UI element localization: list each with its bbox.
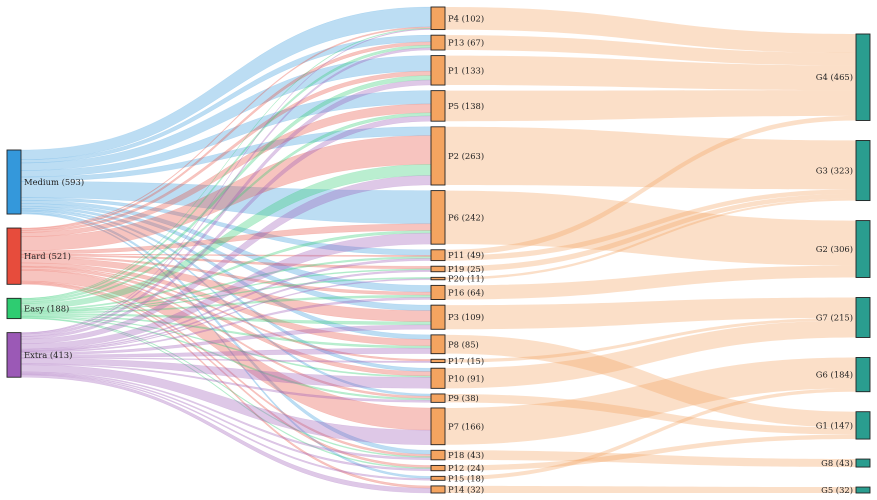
- label-problem-p15: P15 (18): [448, 473, 484, 483]
- node-group-g6: [855, 357, 871, 393]
- node-group-g5: [855, 486, 871, 494]
- link-p3-to-g7: [445, 297, 856, 330]
- link-extra-to-p15: [20, 373, 432, 481]
- node-group-g7: [855, 297, 871, 338]
- label-problem-p7: P7 (166): [448, 421, 484, 431]
- label-problem-p2: P2 (263): [448, 151, 484, 161]
- label-problem-p13: P13 (67): [448, 38, 484, 48]
- label-problem-p4: P4 (102): [448, 13, 484, 23]
- node-problem-p10: [430, 367, 446, 389]
- label-problem-p11: P11 (49): [448, 250, 484, 260]
- label-level-easy: Easy (188): [24, 303, 69, 313]
- label-group-g5: G5 (32): [821, 485, 853, 495]
- node-problem-p20: [430, 276, 446, 281]
- label-group-g3: G3 (323): [816, 166, 853, 176]
- label-group-g2: G2 (306): [816, 244, 853, 254]
- link-p10-to-g7: [445, 320, 856, 389]
- node-problem-p16: [430, 284, 446, 300]
- label-problem-p14: P14 (32): [448, 484, 484, 494]
- node-problem-p8: [430, 334, 446, 355]
- label-problem-p18: P18 (43): [448, 450, 484, 460]
- node-group-g2: [855, 220, 871, 278]
- label-problem-p17: P17 (15): [448, 356, 484, 366]
- node-problem-p3: [430, 304, 446, 330]
- node-labels: Medium (593) Hard (521) Easy (188) Extra (4…: [24, 13, 853, 495]
- node-group-g4: [855, 33, 871, 121]
- link-p4-to-g4: [445, 7, 856, 53]
- link-p15-to-g6: [445, 388, 856, 481]
- label-problem-p12: P12 (24): [448, 463, 484, 473]
- link-p12-to-g1: [445, 434, 856, 471]
- node-group-g1: [855, 411, 871, 440]
- link-p7-to-g6: [445, 357, 856, 445]
- link-p5-to-g4: [445, 90, 856, 122]
- node-level-medium: [6, 149, 22, 215]
- label-level-medium: Medium (593): [24, 177, 84, 187]
- label-group-g1: G1 (147): [816, 420, 853, 430]
- label-problem-p19: P19 (25): [448, 264, 484, 274]
- link-p13-to-g4: [445, 35, 856, 66]
- node-problem-p2: [430, 126, 446, 186]
- label-problem-p8: P8 (85): [448, 339, 479, 349]
- node-problem-p12: [430, 464, 446, 472]
- link-p17-to-g7: [445, 317, 856, 363]
- node-problem-p13: [430, 34, 446, 51]
- links-problem-to-group: [445, 7, 856, 493]
- node-level-hard: [6, 227, 22, 285]
- links-level-to-problem: [20, 6, 432, 494]
- node-problem-p6: [430, 190, 446, 245]
- label-problem-p6: P6 (242): [448, 212, 484, 222]
- link-p11-to-g3: [445, 189, 856, 261]
- label-problem-p9: P9 (38): [448, 393, 479, 403]
- link-p14-to-g5: [445, 485, 856, 493]
- node-problem-p5: [430, 90, 446, 122]
- link-p11-to-g4: [445, 115, 856, 256]
- label-level-extra: Extra (413): [24, 350, 72, 360]
- label-group-g4: G4 (465): [816, 72, 853, 82]
- node-group-g3: [855, 140, 871, 202]
- label-group-g6: G6 (184): [816, 370, 853, 380]
- node-group-g8: [855, 458, 871, 468]
- link-p8-to-g1: [445, 334, 856, 428]
- node-problem-p1: [430, 55, 446, 86]
- node-problem-p19: [430, 265, 446, 273]
- label-problem-p20: P20 (11): [448, 274, 484, 284]
- node-level-easy: [6, 297, 22, 320]
- link-p2-to-g3: [445, 126, 856, 190]
- node-problem-p17: [430, 358, 446, 364]
- link-p19-to-g3: [445, 193, 856, 272]
- link-p9-to-g1: [445, 393, 856, 435]
- link-p1-to-g4: [445, 55, 856, 91]
- label-problem-p5: P5 (138): [448, 101, 484, 111]
- node-problem-p7: [430, 407, 446, 446]
- node-problem-p18: [430, 449, 446, 461]
- node-problem-p15: [430, 475, 446, 481]
- link-p18-to-g8: [445, 450, 856, 468]
- label-level-hard: Hard (521): [24, 251, 71, 261]
- node-problem-p14: [430, 485, 446, 494]
- label-group-g8: G8 (43): [821, 458, 853, 468]
- label-problem-p10: P10 (91): [448, 373, 484, 383]
- nodes: [6, 6, 871, 494]
- label-problem-p3: P3 (109): [448, 312, 484, 322]
- label-group-g7: G7 (215): [816, 312, 853, 322]
- label-problem-p1: P1 (133): [448, 65, 484, 75]
- node-problem-p4: [430, 6, 446, 31]
- link-p16-to-g2: [445, 265, 856, 300]
- node-problem-p9: [430, 393, 446, 403]
- link-p6-to-g2: [445, 190, 856, 266]
- node-level-extra: [6, 332, 22, 378]
- node-problem-p11: [430, 249, 446, 262]
- link-p20-to-g3: [445, 198, 856, 280]
- label-problem-p16: P16 (64): [448, 287, 484, 297]
